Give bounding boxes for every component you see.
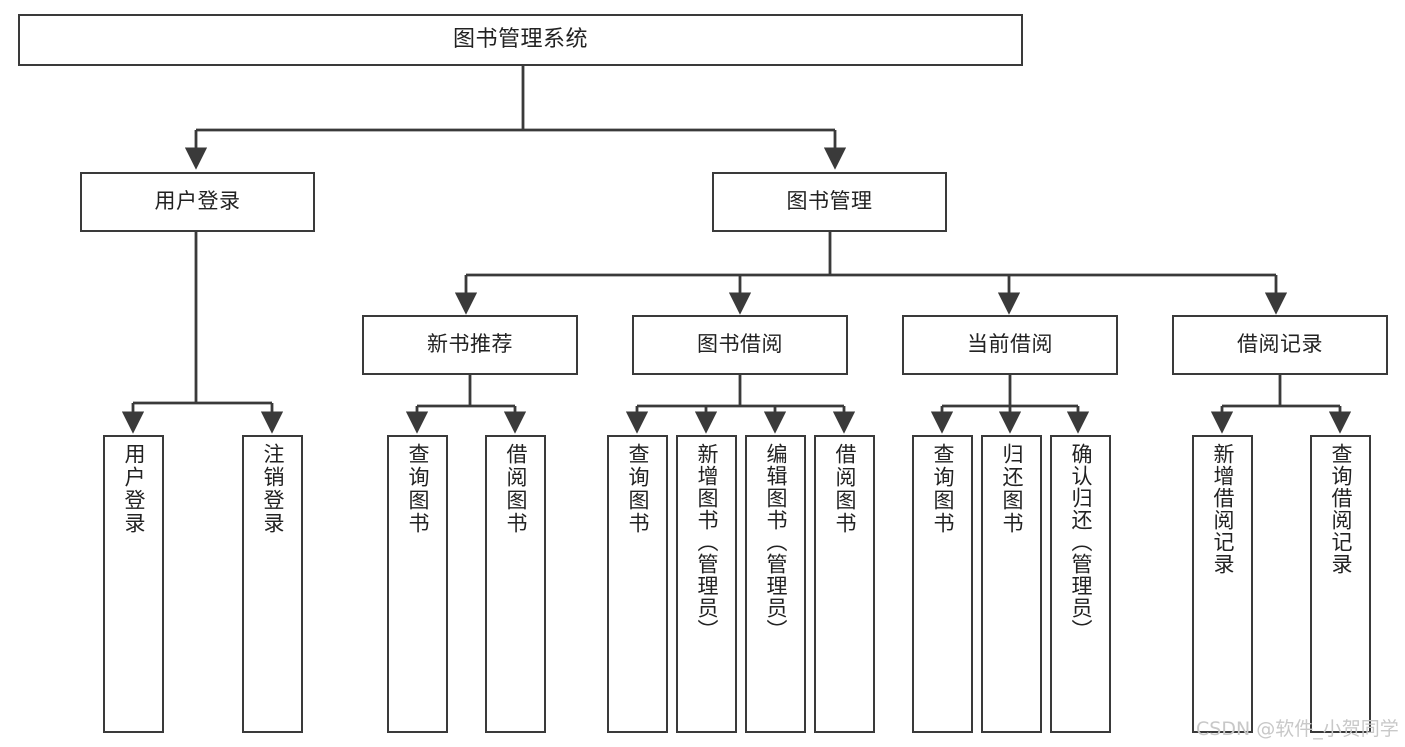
node-leaf-edit-book[interactable]: 编辑图书（管理员） <box>745 435 806 733</box>
node-book-borrow[interactable]: 图书借阅 <box>632 315 848 375</box>
node-leaf-confirm-return[interactable]: 确认归还（管理员） <box>1050 435 1111 733</box>
node-leaf-return-book[interactable]: 归还图书 <box>981 435 1042 733</box>
node-label: 新书推荐 <box>427 332 513 357</box>
node-label: 借阅图书 <box>833 443 857 535</box>
node-root-system[interactable]: 图书管理系统 <box>18 14 1023 66</box>
node-book-manage[interactable]: 图书管理 <box>712 172 947 232</box>
node-leaf-query-book-2[interactable]: 查询图书 <box>607 435 668 733</box>
node-label: 归还图书 <box>1000 443 1024 535</box>
node-label: 用户登录 <box>122 443 146 535</box>
node-label: 确认归还（管理员） <box>1069 443 1093 641</box>
csdn-watermark: CSDN @软件_小贺同学 <box>1196 718 1399 740</box>
node-label: 新增图书（管理员） <box>695 443 719 641</box>
node-label: 查询图书 <box>931 443 955 535</box>
node-label: 借阅图书 <box>504 443 528 535</box>
node-leaf-borrow-book-1[interactable]: 借阅图书 <box>485 435 546 733</box>
node-label: 图书借阅 <box>697 332 783 357</box>
node-label: 查询图书 <box>626 443 650 535</box>
node-label: 注销登录 <box>261 443 285 535</box>
node-leaf-query-book-1[interactable]: 查询图书 <box>387 435 448 733</box>
node-label: 借阅记录 <box>1237 332 1323 357</box>
node-label: 用户登录 <box>154 189 241 214</box>
node-leaf-add-record[interactable]: 新增借阅记录 <box>1192 435 1253 733</box>
node-label: 图书管理 <box>786 189 873 214</box>
node-label: 图书管理系统 <box>452 26 588 52</box>
node-leaf-user-login[interactable]: 用户登录 <box>103 435 164 733</box>
node-leaf-logout[interactable]: 注销登录 <box>242 435 303 733</box>
node-label: 新增借阅记录 <box>1211 443 1235 575</box>
node-label: 编辑图书（管理员） <box>764 443 788 641</box>
node-leaf-query-record[interactable]: 查询借阅记录 <box>1310 435 1371 733</box>
node-label: 查询借阅记录 <box>1329 443 1353 575</box>
node-leaf-query-book-3[interactable]: 查询图书 <box>912 435 973 733</box>
node-user-login[interactable]: 用户登录 <box>80 172 315 232</box>
node-label: 当前借阅 <box>967 332 1053 357</box>
node-new-book-rec[interactable]: 新书推荐 <box>362 315 578 375</box>
node-leaf-borrow-book-2[interactable]: 借阅图书 <box>814 435 875 733</box>
node-current-borrow[interactable]: 当前借阅 <box>902 315 1118 375</box>
node-label: 查询图书 <box>406 443 430 535</box>
node-leaf-add-book[interactable]: 新增图书（管理员） <box>676 435 737 733</box>
node-borrow-record[interactable]: 借阅记录 <box>1172 315 1388 375</box>
